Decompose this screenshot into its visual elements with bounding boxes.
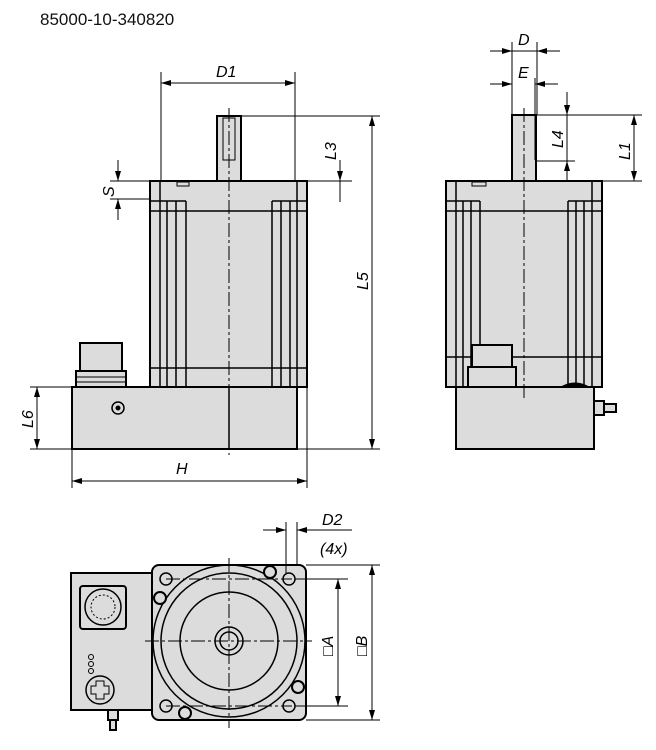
connector	[467, 344, 517, 388]
dim-D2-count: (4x)	[320, 541, 348, 558]
dim-S: S	[101, 186, 118, 197]
led-icon	[111, 401, 125, 415]
dim-H: H	[176, 461, 188, 478]
dim-E: E	[518, 65, 529, 82]
cable-gland	[593, 400, 617, 416]
top-view: D2 (4x) □A □B	[70, 512, 380, 731]
control-box	[455, 386, 595, 450]
cooling-fins-left	[150, 200, 187, 387]
connector	[79, 585, 127, 630]
control-box	[71, 386, 298, 450]
status-leds	[88, 654, 94, 674]
dim-D2: D2	[322, 512, 343, 529]
dim-B: □B	[354, 635, 371, 656]
part-number: 85000-10-340820	[40, 10, 175, 29]
dim-L6: L6	[20, 410, 37, 428]
dim-L3: L3	[323, 142, 340, 160]
connector	[75, 342, 127, 388]
dim-L5: L5	[355, 272, 372, 290]
cable-gland	[107, 709, 119, 731]
front-view: D1 S L3 L5 L6 H	[20, 64, 380, 488]
dim-L1: L1	[617, 142, 634, 160]
side-view: D E L4 L1	[445, 32, 642, 450]
knob-icon	[85, 675, 115, 705]
dim-D1: D1	[216, 64, 236, 81]
dim-D: D	[518, 32, 530, 49]
dim-A: □A	[320, 636, 337, 656]
cooling-fins-right	[271, 200, 307, 387]
dim-L4: L4	[550, 130, 567, 148]
